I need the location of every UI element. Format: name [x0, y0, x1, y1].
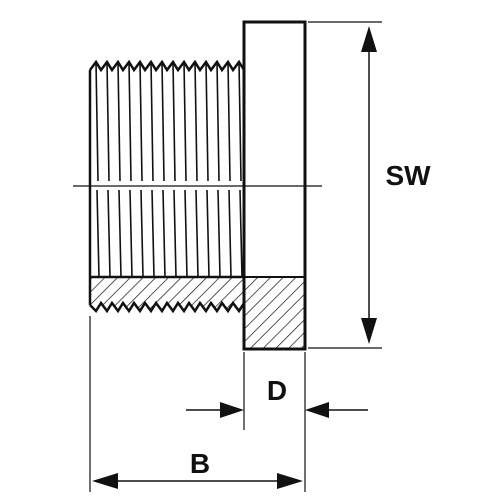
b-dimension: B [89, 316, 303, 492]
thread-crest-line [183, 61, 187, 182]
thread-crest-line [161, 61, 165, 182]
sw-arrow-down [361, 318, 377, 344]
thread-crest-line [106, 61, 110, 182]
thread-crest-line [228, 189, 232, 278]
thread-crest-line [107, 189, 111, 278]
b-arrow-right [277, 473, 303, 489]
thread-crest-line [195, 189, 199, 278]
thread-crest-line [96, 189, 100, 278]
thread-crest-line [151, 189, 155, 278]
thread-crest-line [173, 189, 177, 278]
thread-crest-line [150, 61, 154, 182]
b-arrow-left [92, 473, 118, 489]
thread-crest-line [128, 61, 132, 182]
sw-label: SW [385, 160, 431, 191]
b-label: B [190, 448, 210, 479]
thread-crest-line [117, 61, 121, 182]
d-arrow-left [220, 402, 244, 418]
threaded-body [88, 59, 246, 314]
d-arrow-right [305, 402, 329, 418]
hex-head-section-hatch [245, 277, 304, 348]
thread-crest-line [239, 189, 243, 278]
thread-crest-line [184, 189, 188, 278]
d-label: D [267, 375, 287, 406]
sw-arrow-up [361, 26, 377, 52]
thread-crest-line [238, 61, 242, 182]
thread-crest-line [206, 189, 210, 278]
thread-crest-line [162, 189, 166, 278]
thread-crest-line [227, 61, 231, 182]
thread-top-profile [89, 59, 246, 73]
thread-crest-line [129, 189, 133, 278]
thread-crest-line [216, 61, 220, 182]
thread-section-hatch [90, 277, 244, 311]
thread-crest-line [118, 189, 122, 278]
thread-crest-line [194, 61, 198, 182]
thread-crest-line [217, 189, 221, 278]
thread-bottom-profile [89, 300, 246, 314]
thread-crest-lines [95, 61, 243, 278]
thread-crest-line [140, 189, 144, 278]
thread-crest-line [172, 61, 176, 182]
thread-crest-line [205, 61, 209, 182]
thread-crest-line [139, 61, 143, 182]
d-dimension: D [186, 352, 368, 492]
thread-crest-line [95, 61, 99, 182]
sw-dimension: SW [308, 21, 431, 349]
